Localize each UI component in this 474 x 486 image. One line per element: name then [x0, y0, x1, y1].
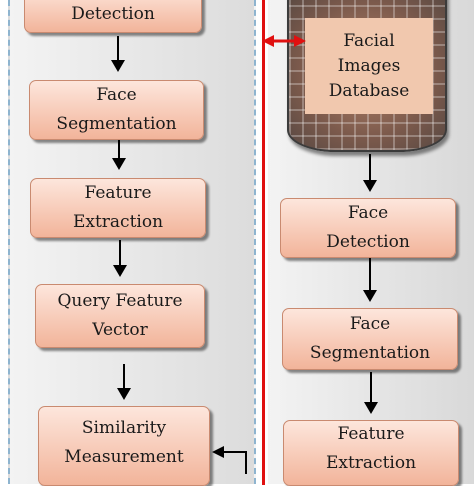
- left-arrow-3: [113, 240, 127, 277]
- database-label-line-2: Images: [337, 55, 401, 76]
- right-face-detection-box: Face Detection: [280, 198, 456, 258]
- right-segmentation-line-1: Face: [349, 314, 391, 334]
- right-detection-line-2: Detection: [326, 232, 410, 252]
- query-vector-line-2: Vector: [92, 320, 148, 340]
- right-arrow-3: [364, 372, 378, 414]
- left-extraction-line-2: Extraction: [72, 212, 164, 232]
- database-link-arrow: [262, 35, 306, 47]
- right-extraction-line-1: Feature: [337, 424, 405, 444]
- left-face-detection-box: Detection: [24, 0, 202, 33]
- left-feature-extraction-box: Feature Extraction: [30, 178, 206, 238]
- left-segmentation-line-1: Face: [96, 85, 137, 105]
- left-arrow-4: [117, 364, 131, 400]
- right-arrow-2: [363, 258, 377, 302]
- right-detection-line-1: Face: [347, 203, 389, 223]
- database-label-line-1: Facial: [343, 30, 395, 51]
- query-feature-vector-box: Query Feature Vector: [35, 284, 205, 348]
- left-segmentation-line-2: Segmentation: [56, 114, 177, 134]
- left-extraction-line-1: Feature: [84, 183, 152, 203]
- database-label: Facial Images Database: [305, 18, 433, 114]
- query-vector-line-1: Query Feature: [57, 291, 183, 311]
- left-detection-text: Detection: [71, 4, 155, 24]
- right-arrow-1: [363, 154, 377, 192]
- similarity-line-2: Measurement: [64, 447, 184, 467]
- similarity-line-1: Similarity: [81, 418, 167, 438]
- left-arrow-2: [112, 140, 126, 170]
- database-label-line-3: Database: [328, 80, 410, 101]
- connector-overlay: [212, 35, 306, 474]
- feature-return-arrow: [212, 446, 247, 474]
- right-segmentation-line-2: Segmentation: [309, 343, 431, 363]
- similarity-measurement-box: Similarity Measurement: [38, 406, 210, 486]
- right-extraction-line-2: Extraction: [325, 453, 417, 473]
- panel-divider-line: [262, 0, 265, 485]
- left-face-segmentation-box: Face Segmentation: [29, 80, 204, 140]
- right-face-segmentation-box: Face Segmentation: [282, 308, 458, 370]
- left-arrow-1: [111, 36, 125, 72]
